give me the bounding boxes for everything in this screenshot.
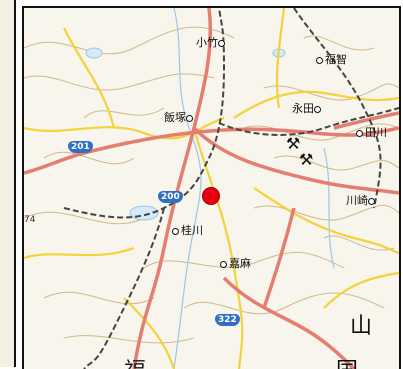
place-keisen: 桂川 xyxy=(172,225,203,237)
route-shield-201: 201 xyxy=(68,141,93,153)
topographic-map[interactable]: 小竹 福智 永田 飯塚 田川 川崎 桂川 嘉麻 201 200 322 ⚒ ⚒ … xyxy=(22,6,401,369)
adjacent-map-edge xyxy=(0,0,16,367)
location-marker-icon[interactable] xyxy=(202,187,220,205)
town-marker-icon xyxy=(356,129,363,137)
route-shield-322: 322 xyxy=(215,314,240,326)
place-kawasaki: 川崎 xyxy=(346,195,377,207)
place-kotake: 小竹 xyxy=(196,37,227,49)
map-canvas xyxy=(24,8,399,369)
town-marker-icon xyxy=(316,56,323,64)
mine-icon: ⚒ xyxy=(299,150,314,169)
town-marker-icon xyxy=(172,227,179,235)
town-marker-icon xyxy=(220,260,227,268)
place-kama: 嘉麻 xyxy=(220,258,251,270)
place-tagawa: 田川 xyxy=(356,127,387,139)
place-fukuchi: 福智 xyxy=(316,54,347,66)
place-iizuka: 飯塚 xyxy=(164,112,195,124)
town-marker-icon xyxy=(218,39,225,47)
edge-number-label: 74 xyxy=(24,215,36,225)
minor-roads xyxy=(24,8,399,369)
region-label-yama: 山 xyxy=(350,314,373,339)
mine-icon: ⚒ xyxy=(286,134,301,153)
town-marker-icon xyxy=(368,197,375,205)
town-marker-icon xyxy=(186,114,193,122)
region-label-fuku: 福 xyxy=(124,353,146,369)
town-marker-icon xyxy=(314,105,321,113)
major-roads xyxy=(24,8,399,369)
place-nagata: 永田 xyxy=(292,103,323,115)
railways xyxy=(63,8,399,369)
contour-lines xyxy=(24,26,399,344)
route-shield-200: 200 xyxy=(158,191,183,203)
region-label-kuni: 国 xyxy=(336,353,358,369)
